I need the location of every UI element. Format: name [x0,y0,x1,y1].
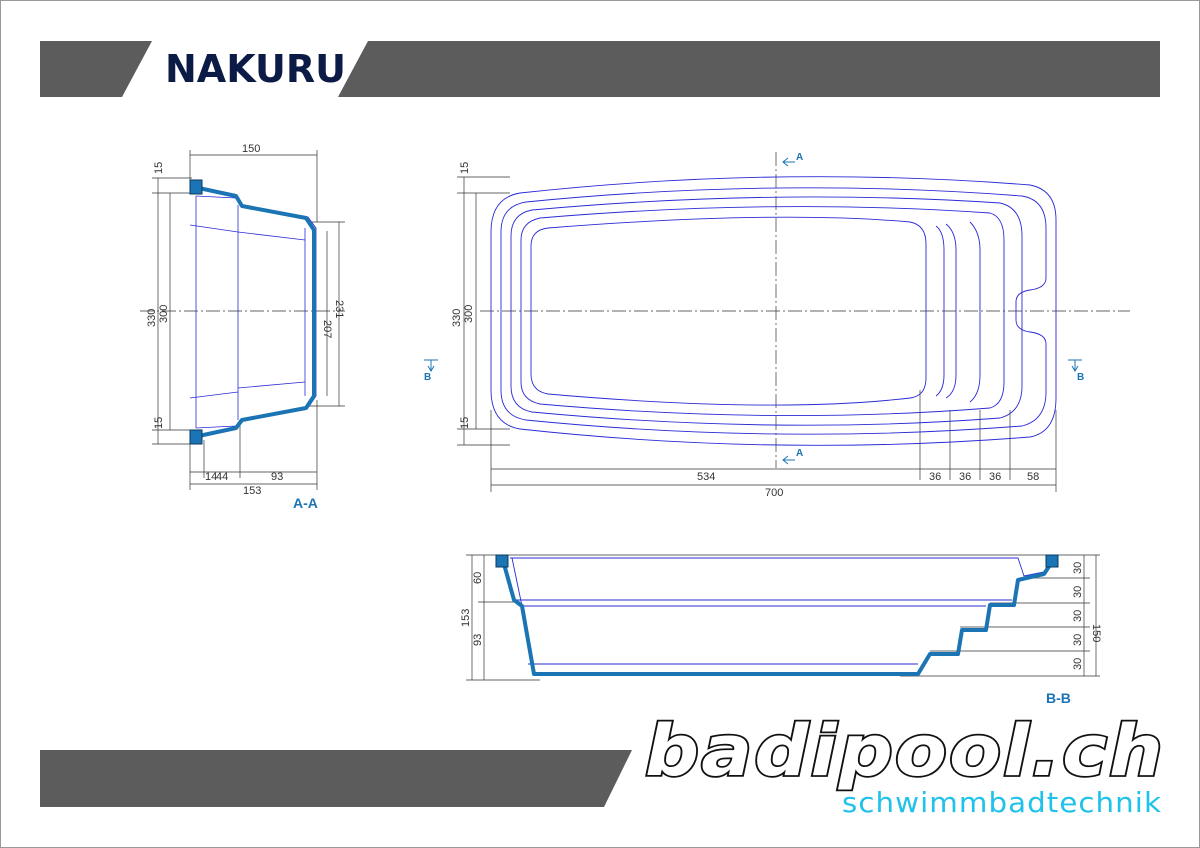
plan-dim-lip-bottom: 15 [459,417,471,429]
brand-logo: badipool.ch [645,710,1165,792]
plan-dim-height-outer: 330 [451,309,463,327]
bb-dim-r3: 30 [1072,610,1084,622]
bb-dim-r4: 30 [1072,634,1084,646]
aa-dim-bottom-total: 153 [243,485,261,497]
plan-dim-step-1: 36 [929,471,941,483]
plan-cut-a-top: A [796,152,803,163]
section-aa-label: A-A [293,495,318,511]
bb-dim-total-right: 150 [1090,624,1102,642]
aa-dim-step-inner: 207 [321,320,333,338]
section-aa-view [140,150,345,490]
aa-dim-height-outer: 330 [146,309,158,327]
plan-dim-step-3: 36 [989,471,1001,483]
aa-dim-bottom-b: 44 [216,471,228,483]
aa-dim-bottom-a: 14 [205,471,217,483]
header-banner: NAKURU [40,41,1160,97]
aa-dim-height-inner: 300 [158,305,170,323]
plan-dim-height-inner: 300 [463,305,475,323]
model-title: NAKURU [165,47,346,91]
brand-tagline: schwimmbadtechnik [842,786,1162,819]
plan-dim-total-length: 700 [765,487,783,499]
plan-view [424,152,1130,492]
plan-cut-b-left: B [424,372,431,383]
aa-dim-top-width: 150 [242,143,260,155]
aa-dim-step-outer: 231 [333,300,345,318]
plan-dim-len-main: 534 [697,471,715,483]
plan-dim-step-4: 58 [1027,471,1039,483]
bb-dim-shelf: 60 [472,572,484,584]
aa-dim-bottom-c: 93 [271,471,283,483]
section-bb-view [466,554,1100,681]
bb-dim-r5: 30 [1072,658,1084,670]
aa-dim-lip-top: 15 [153,162,165,174]
plan-cut-a-bottom: A [796,448,803,459]
bb-dim-r1: 30 [1072,562,1084,574]
footer-banner [40,750,632,807]
plan-dim-lip-top: 15 [459,162,471,174]
section-bb-label: B-B [1046,690,1071,706]
bb-dim-r2: 30 [1072,586,1084,598]
aa-dim-lip-bottom: 15 [153,417,165,429]
bb-dim-total-left: 153 [460,609,472,627]
plan-cut-b-right: B [1077,372,1084,383]
plan-dim-step-2: 36 [959,471,971,483]
bb-dim-deep: 93 [472,634,484,646]
